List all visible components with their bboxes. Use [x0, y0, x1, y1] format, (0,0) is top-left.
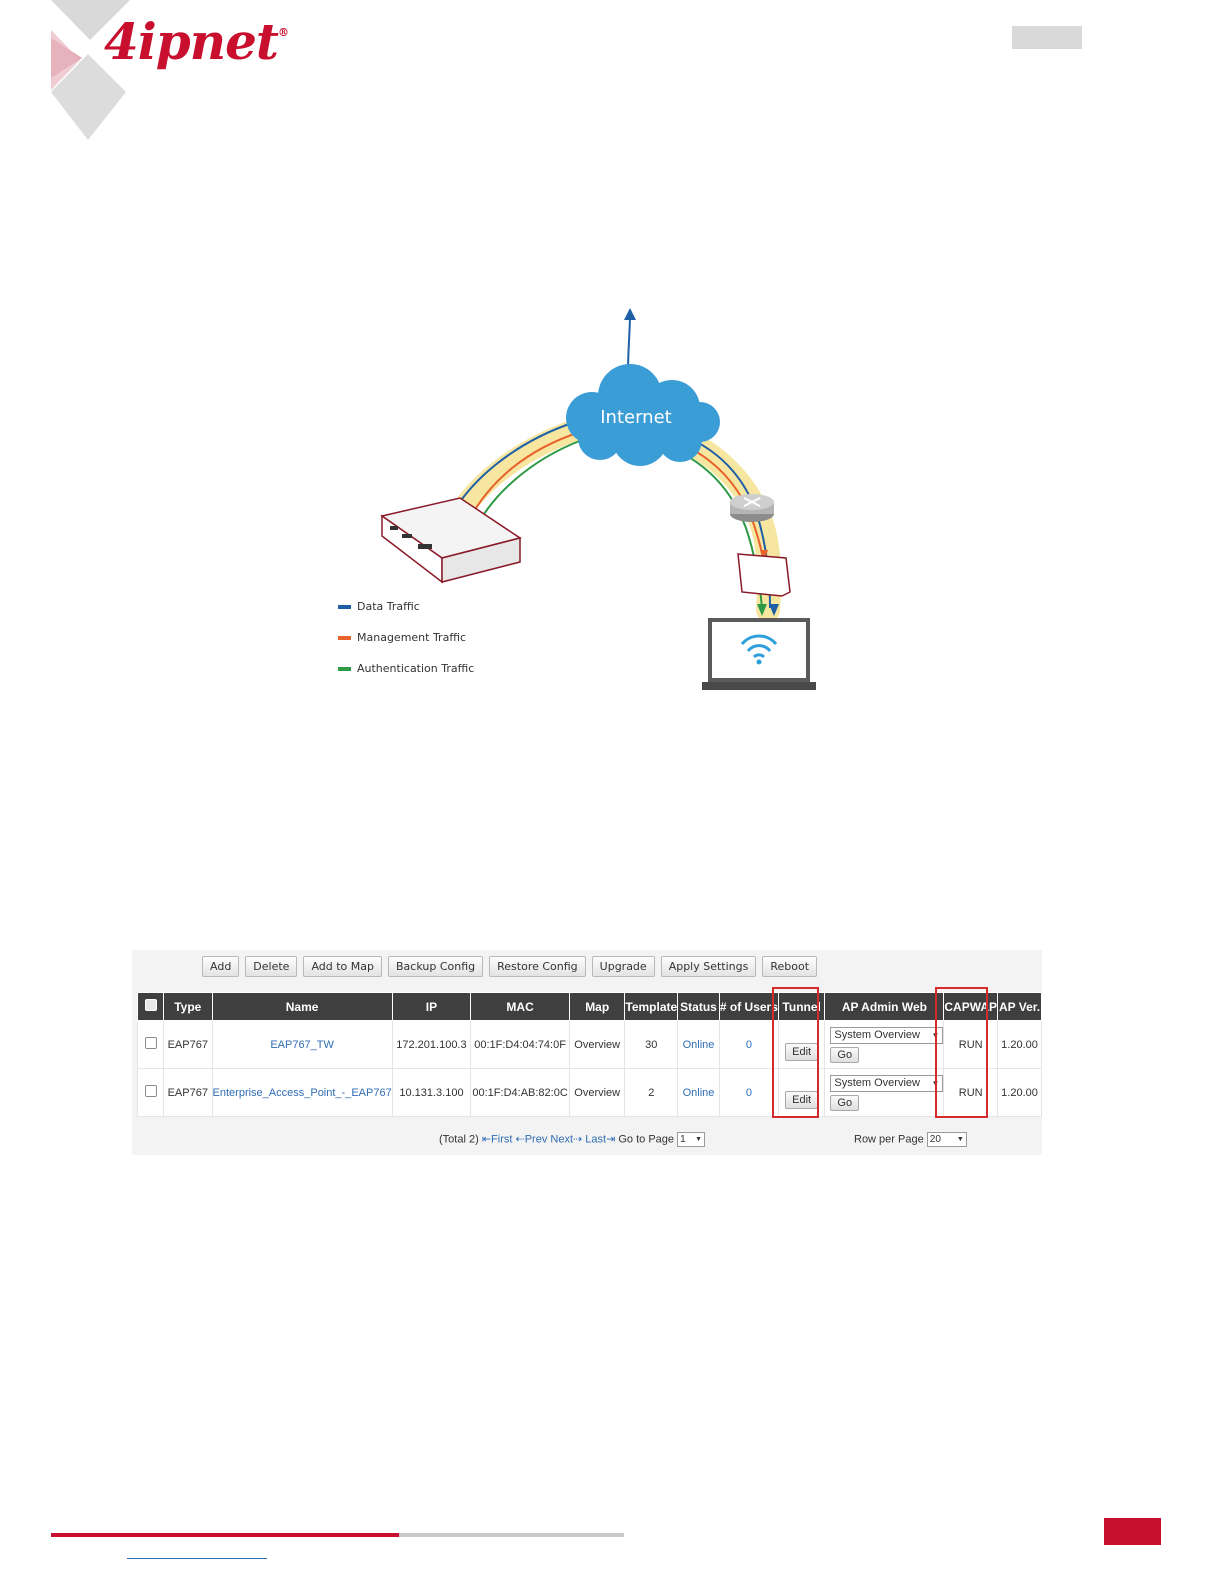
admin-web-cell: System Overview▼ Go	[825, 1021, 944, 1069]
admin-web-cell: System Overview▼ Go	[825, 1069, 944, 1117]
cloud-label: Internet	[600, 407, 671, 428]
legend-swatch	[338, 667, 351, 671]
legend-data-traffic: Data Traffic	[338, 600, 420, 613]
ap-mac: 00:1F:D4:04:74:0F	[471, 1021, 570, 1069]
ap-mac: 00:1F:D4:AB:82:0C	[471, 1069, 570, 1117]
ap-name-link[interactable]: Enterprise_Access_Point_-_EAP767	[212, 1069, 392, 1117]
go-button[interactable]: Go	[830, 1047, 859, 1063]
ap-type: EAP767	[164, 1069, 212, 1117]
col-mac[interactable]: MAC	[471, 993, 570, 1021]
ap-toolbar: Add Delete Add to Map Backup Config Rest…	[202, 956, 817, 977]
next-page-link[interactable]: Next⇢	[550, 1133, 582, 1145]
dropdown-arrow-icon: ▼	[695, 1133, 702, 1146]
upgrade-button[interactable]: Upgrade	[592, 956, 655, 977]
go-to-page-label: Go to Page	[618, 1133, 674, 1145]
add-to-map-button[interactable]: Add to Map	[303, 956, 382, 977]
tunnel-highlight-box	[772, 987, 819, 1118]
ap-template: 30	[625, 1021, 678, 1069]
col-ip[interactable]: IP	[392, 993, 470, 1021]
ap-version: 1.20.00	[998, 1021, 1042, 1069]
col-status[interactable]: Status	[678, 993, 720, 1021]
delete-button[interactable]: Delete	[245, 956, 297, 977]
row-checkbox[interactable]	[145, 1037, 157, 1049]
ap-status-link[interactable]: Online	[678, 1069, 720, 1117]
laptop-wifi-icon	[702, 620, 816, 690]
legend-label: Authentication Traffic	[357, 662, 474, 675]
header-tab	[1012, 26, 1082, 49]
prev-page-link[interactable]: ⇠Prev	[515, 1133, 547, 1145]
select-all-cell	[138, 993, 164, 1021]
up-arrow-icon	[624, 308, 636, 320]
legend-management-traffic: Management Traffic	[338, 631, 466, 644]
first-page-link[interactable]: ⇤First	[482, 1133, 513, 1145]
legend-swatch	[338, 636, 351, 640]
add-button[interactable]: Add	[202, 956, 239, 977]
row-checkbox[interactable]	[145, 1085, 157, 1097]
ap-ip: 172.201.100.3	[392, 1021, 470, 1069]
apply-settings-button[interactable]: Apply Settings	[661, 956, 757, 977]
capwap-highlight-box	[935, 987, 988, 1118]
table-header-row: Type Name IP MAC Map Template Status # o…	[138, 993, 1042, 1021]
footer-link-underline	[127, 1558, 267, 1559]
dropdown-arrow-icon: ▼	[957, 1133, 964, 1146]
col-ap-ver: AP Ver.	[998, 993, 1042, 1021]
ap-map: Overview	[570, 1069, 625, 1117]
page-number-badge	[1104, 1518, 1161, 1545]
ap-name-link[interactable]: EAP767_TW	[212, 1021, 392, 1069]
ap-ip: 10.131.3.100	[392, 1069, 470, 1117]
col-name[interactable]: Name	[212, 993, 392, 1021]
legend-label: Management Traffic	[357, 631, 466, 644]
access-point-icon	[738, 554, 790, 596]
ap-list-panel: Add Delete Add to Map Backup Config Rest…	[132, 950, 1042, 1155]
ap-version: 1.20.00	[998, 1069, 1042, 1117]
ap-map: Overview	[570, 1021, 625, 1069]
ap-status-link[interactable]: Online	[678, 1021, 720, 1069]
table-row: EAP767 EAP767_TW 172.201.100.3 00:1F:D4:…	[138, 1021, 1042, 1069]
go-button[interactable]: Go	[830, 1095, 859, 1111]
brand-logo: 4ipnet®	[104, 12, 288, 71]
admin-web-select[interactable]: System Overview▼	[830, 1075, 943, 1092]
pagination: (Total 2) ⇤First ⇠Prev Next⇢ Last⇥ Go to…	[439, 1132, 705, 1147]
legend-authentication-traffic: Authentication Traffic	[338, 662, 474, 675]
ap-users-link[interactable]: 0	[719, 1069, 778, 1117]
select-all-checkbox[interactable]	[145, 999, 157, 1011]
col-type[interactable]: Type	[164, 993, 212, 1021]
router-icon	[730, 494, 774, 522]
internet-cloud-icon: Internet	[566, 364, 720, 466]
col-admin-web: AP Admin Web	[825, 993, 944, 1021]
data-traffic-up-line	[628, 314, 630, 372]
footer-red-rule	[51, 1533, 401, 1537]
admin-web-select[interactable]: System Overview▼	[830, 1027, 943, 1044]
footer-gray-rule	[399, 1533, 624, 1537]
controller-appliance-icon	[382, 498, 520, 582]
table-row: EAP767 Enterprise_Access_Point_-_EAP767 …	[138, 1069, 1042, 1117]
row-select-cell	[138, 1069, 164, 1117]
col-users[interactable]: # of Users	[719, 993, 778, 1021]
last-page-link[interactable]: Last⇥	[585, 1133, 615, 1145]
backup-config-button[interactable]: Backup Config	[388, 956, 483, 977]
ap-table: Type Name IP MAC Map Template Status # o…	[137, 992, 1042, 1117]
rows-per-page-label: Row per Page	[854, 1133, 924, 1145]
legend-label: Data Traffic	[357, 600, 420, 613]
reboot-button[interactable]: Reboot	[762, 956, 817, 977]
legend-swatch	[338, 605, 351, 609]
restore-config-button[interactable]: Restore Config	[489, 956, 586, 977]
total-count: (Total 2)	[439, 1133, 479, 1145]
ap-template: 2	[625, 1069, 678, 1117]
col-map[interactable]: Map	[570, 993, 625, 1021]
rows-per-page: Row per Page 20▼	[854, 1132, 967, 1147]
col-template[interactable]: Template	[625, 993, 678, 1021]
ap-type: EAP767	[164, 1021, 212, 1069]
page-select[interactable]: 1▼	[677, 1132, 705, 1147]
rows-per-page-select[interactable]: 20▼	[927, 1132, 967, 1147]
ap-users-link[interactable]: 0	[719, 1021, 778, 1069]
row-select-cell	[138, 1021, 164, 1069]
